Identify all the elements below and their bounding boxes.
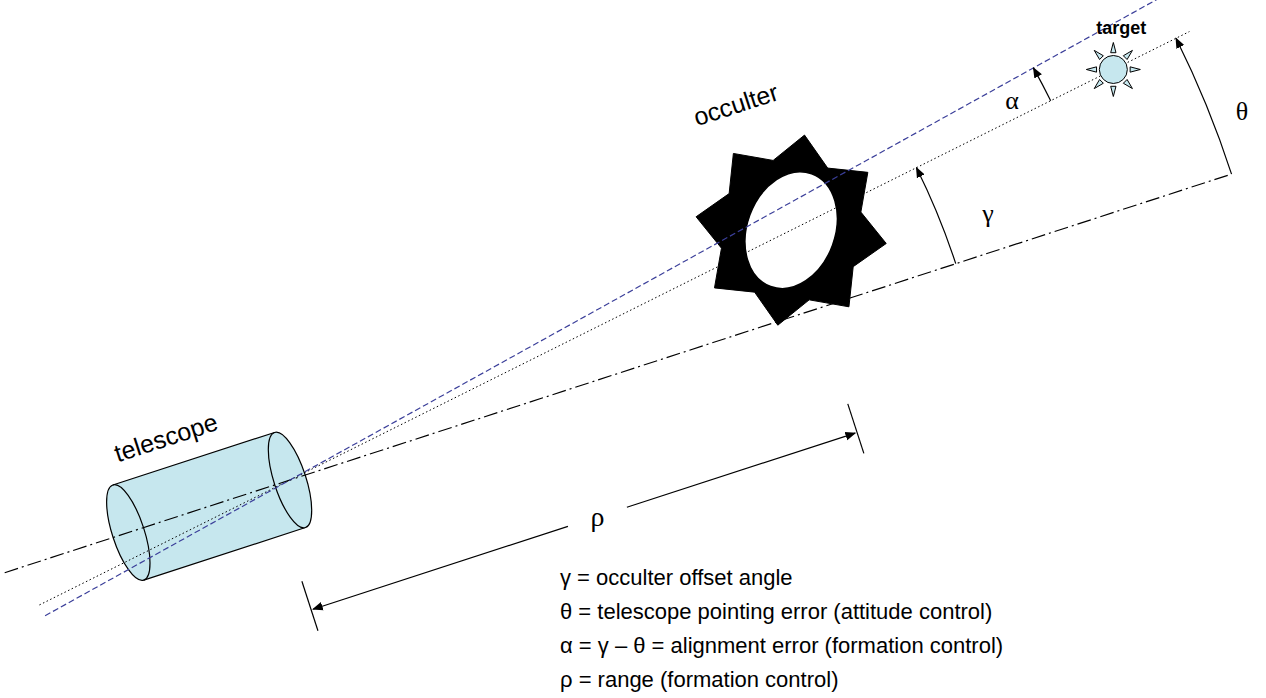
definition-note: γ = occulter offset angle: [560, 566, 793, 590]
part-name: target: [1096, 20, 1146, 40]
range-symbol: ρ: [587, 501, 607, 532]
definition-note: ρ = range (formation control): [560, 668, 838, 692]
definition-note: α = γ – θ = alignment error (formation c…: [560, 634, 1003, 658]
angle-symbol: γ: [982, 200, 994, 229]
telescope-axis: [5, 174, 1232, 573]
target-line: [39, 32, 1189, 605]
angle-symbol: θ: [1236, 98, 1248, 127]
theta-arc: [1176, 38, 1232, 174]
alpha-arc: [1033, 68, 1050, 101]
gamma-arc: [916, 168, 955, 264]
target-star: [1086, 42, 1140, 96]
range-arrow: [627, 433, 855, 507]
range-tick: [302, 581, 318, 630]
definition-note: θ = telescope pointing error (attitude c…: [560, 600, 992, 624]
range-arrow: [313, 526, 568, 609]
part-name: occulter: [690, 79, 782, 132]
angle-symbol: α: [1005, 87, 1019, 116]
occulter-line: [45, 0, 1208, 616]
range-tick: [848, 404, 864, 453]
